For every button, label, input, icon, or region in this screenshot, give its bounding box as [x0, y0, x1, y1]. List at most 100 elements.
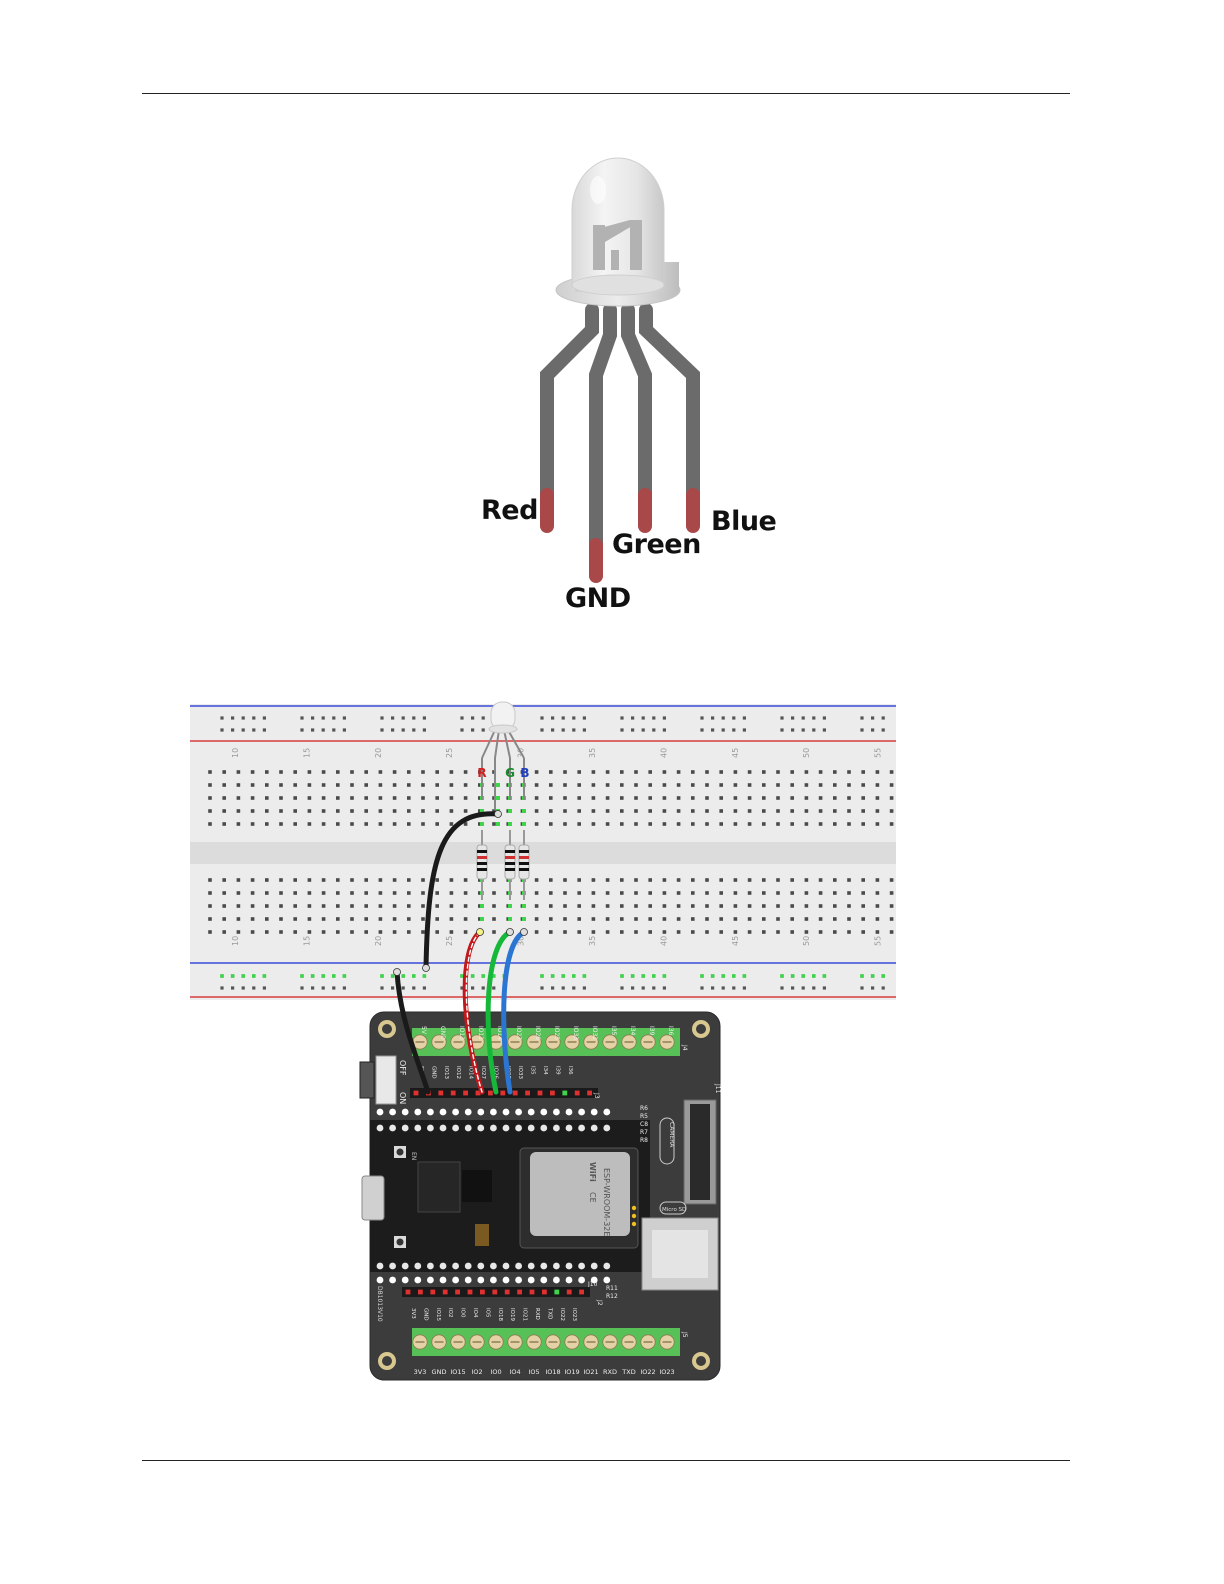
- power-switch-body: [375, 1055, 397, 1105]
- pin-label: IO21: [583, 1368, 598, 1376]
- column-number: 15: [302, 748, 311, 758]
- pin-label: I34: [542, 1066, 548, 1075]
- power-switch[interactable]: [359, 1061, 375, 1099]
- pin-label: IO19: [564, 1368, 579, 1376]
- label-gnd-pin: GND: [565, 583, 631, 614]
- micro-sd-label: Micro SD: [662, 1207, 686, 1213]
- pin-label: IO23: [571, 1308, 577, 1321]
- column-number: 50: [802, 936, 811, 946]
- pin-label: IO0: [460, 1308, 466, 1318]
- designator-j4: J4: [681, 1044, 688, 1051]
- designator-r12: R12: [606, 1293, 618, 1300]
- camera-label: CAMERA: [668, 1122, 675, 1148]
- usb-port: [361, 1175, 385, 1221]
- leg-green: [621, 303, 652, 525]
- wroom-shield: [530, 1152, 630, 1236]
- pin-label: GND: [432, 1368, 447, 1376]
- column-number: 20: [374, 936, 383, 946]
- pin-label: IO12: [455, 1066, 461, 1079]
- rgb-led-illustration: [430, 150, 810, 630]
- pin-label: IO33: [572, 1026, 579, 1040]
- designator-r11: R11: [606, 1285, 618, 1292]
- pin-label: IO25: [553, 1026, 560, 1040]
- pin-label: IO33: [517, 1066, 523, 1079]
- designator-r5: R5: [640, 1113, 648, 1120]
- column-number: 45: [731, 748, 740, 758]
- wire-blue: [501, 929, 527, 1095]
- column-number: 25: [445, 748, 454, 758]
- pin-label: IO13: [458, 1026, 465, 1040]
- pin-label: IO12: [477, 1026, 484, 1040]
- pin-label: I35: [530, 1066, 536, 1075]
- resistor-red: [476, 830, 488, 900]
- pin-label: GND: [439, 1026, 446, 1040]
- pin-label: TXD: [621, 1368, 635, 1376]
- pin-label: IO2: [447, 1308, 453, 1317]
- pin-label: IO4: [472, 1308, 478, 1318]
- pin-label: IO19: [509, 1308, 515, 1321]
- led-dome-bottom: [571, 274, 665, 296]
- pin-label: 3V3: [410, 1308, 416, 1319]
- pin-label: IO27: [515, 1026, 522, 1040]
- breadboard-center-channel: [190, 842, 896, 864]
- led-legs: [540, 303, 700, 583]
- column-number: 20: [374, 748, 383, 758]
- designator-j3: J3: [593, 1092, 600, 1099]
- column-number: 10: [231, 748, 240, 758]
- led-letter-b: B: [520, 766, 529, 780]
- pin-label: I39: [554, 1066, 560, 1075]
- pin-label: I34: [629, 1026, 636, 1036]
- jumper-wires: [393, 810, 528, 1095]
- pin-label: IO22: [640, 1368, 655, 1376]
- led-inner-die: [593, 220, 642, 270]
- column-number: 45: [731, 936, 740, 946]
- capacitor: [475, 1224, 489, 1246]
- wire-red-highlight: [465, 931, 483, 1093]
- designator-j11: J11: [714, 1083, 721, 1094]
- pin-label: IO18: [497, 1308, 503, 1321]
- pin-label: 5V: [420, 1026, 427, 1035]
- resistor-green: [504, 830, 516, 900]
- pin-label: GND: [422, 1308, 428, 1321]
- pin-label: I36: [667, 1026, 674, 1036]
- column-number: 55: [874, 748, 883, 758]
- designator-r6: R6: [640, 1105, 648, 1112]
- top-terminals: [412, 1034, 675, 1050]
- designator-j6: J2: [596, 1299, 603, 1306]
- pin-label: IO15: [435, 1308, 441, 1321]
- pin-label: IO4: [509, 1368, 520, 1376]
- designator-r8: R8: [640, 1137, 648, 1144]
- resistors: [476, 830, 530, 900]
- column-number: 25: [445, 936, 454, 946]
- devkit-pin-rows: [376, 1108, 611, 1284]
- rgb-led-svg: [540, 157, 700, 583]
- pin-label: IO21: [522, 1308, 528, 1321]
- pin-label: IO5: [484, 1308, 490, 1318]
- pin-label: 3V3: [414, 1368, 427, 1376]
- led-highlight: [590, 176, 606, 204]
- pin-label: IO0: [490, 1368, 501, 1376]
- column-number: 35: [588, 936, 597, 946]
- camera-label-badge: [659, 1117, 675, 1165]
- wire-black-gnd-board: [394, 969, 431, 1095]
- en-label: EN: [410, 1152, 417, 1160]
- top-pin-header: [410, 1088, 598, 1098]
- pin-label: I39: [648, 1026, 655, 1036]
- pin-label: TXD: [546, 1307, 552, 1319]
- designator-j5: J5: [681, 1331, 688, 1338]
- pin-label: IO18: [545, 1368, 560, 1376]
- resistor-blue: [518, 830, 530, 900]
- wifi-logo: WiFi: [588, 1162, 597, 1182]
- label-red-pin: Red: [481, 495, 538, 526]
- column-number: 40: [659, 936, 668, 946]
- usb-uart-chip: [417, 1161, 461, 1213]
- pin-label: IO26: [534, 1026, 541, 1040]
- pin-label: IO14: [496, 1026, 503, 1040]
- leg-blue: [639, 303, 700, 525]
- pin-label: I35: [610, 1026, 617, 1036]
- column-number: 10: [231, 936, 240, 946]
- column-number: 50: [802, 748, 811, 758]
- pin-label: RXD: [534, 1308, 540, 1320]
